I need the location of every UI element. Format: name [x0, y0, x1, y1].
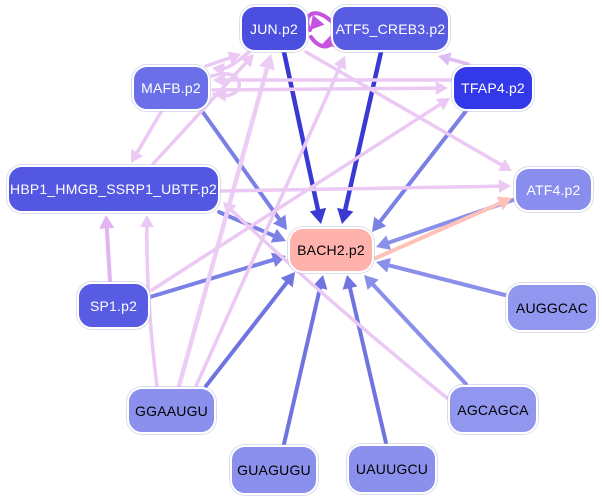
node-jun[interactable]: JUN.p2 — [240, 5, 308, 52]
edge-ggaaugu-to-bach2 — [204, 276, 292, 388]
edge-atf5-to-bach2-arrowhead — [337, 207, 354, 224]
node-guagugu[interactable]: GUAGUGU — [230, 445, 318, 495]
edge-jun-to-bach2-arrowhead — [309, 207, 327, 224]
node-hbp1[interactable]: HBP1_HMGB_SSRP1_UBTF.p2 — [7, 165, 220, 213]
node-label: UAUUGCU — [355, 461, 429, 477]
node-label: MAFB.p2 — [141, 80, 201, 96]
edge-mafb-to-jun — [204, 54, 236, 68]
edge-ggaaugu-to-atf5 — [194, 61, 344, 388]
node-label: AGCAGCA — [457, 401, 529, 418]
edge-agcagca-to-hbp1 — [226, 205, 449, 400]
edge-atf5-to-jun — [305, 11, 333, 32]
node-bach2[interactable]: BACH2.p2 — [288, 227, 374, 273]
edge-mafb-to-mafb-arrowhead — [214, 88, 227, 102]
edge-sp1-to-hbp1 — [104, 221, 112, 283]
node-ggaaugu[interactable]: GGAAUGU — [127, 387, 216, 434]
edge-jun-to-atf4-arrowhead — [498, 159, 512, 171]
edge-ggaaugu-to-hbp1-arrowhead — [140, 215, 154, 228]
node-label: GUAGUGU — [237, 462, 311, 478]
edge-agcagca-to-bach2-arrowhead — [364, 275, 379, 290]
edge-ggaaugu-to-jun-arrowhead — [259, 54, 276, 71]
node-label: HBP1_HMGB_SSRP1_UBTF.p2 — [10, 181, 217, 197]
edge-hbp1-to-atf4-arrowhead — [498, 179, 511, 194]
edge-mafb-to-bach2-arrowhead — [273, 214, 287, 230]
edge-auggcac-to-bach2-arrowhead — [376, 257, 391, 273]
edge-jun-to-atf4 — [304, 50, 508, 169]
edge-uauugcu-to-bach2-arrowhead — [342, 275, 358, 290]
edge-ggaaugu-to-jun — [176, 61, 271, 389]
node-label: BACH2.p2 — [297, 242, 365, 258]
edge-uauugcu-to-bach2 — [346, 281, 388, 445]
edge-tfap4-to-bach2-arrowhead — [372, 216, 387, 232]
edge-mafb-to-hbp1-arrowhead — [131, 149, 144, 163]
edge-tfap4-to-mafb-arrowhead — [213, 73, 226, 87]
node-mafb[interactable]: MAFB.p2 — [132, 65, 210, 111]
edge-sp1-to-tfap4-arrowhead — [436, 98, 450, 111]
node-label: GGAAUGU — [135, 402, 208, 419]
edge-bach2-to-atf4-arrowhead — [496, 196, 512, 211]
edge-atf4-to-bach2-arrowhead — [376, 235, 392, 250]
node-auggcac[interactable]: AUGGCAC — [506, 283, 598, 332]
edge-sp1-to-hbp1-arrowhead — [99, 215, 115, 229]
edge-guagugu-to-bach2 — [282, 281, 324, 446]
edge-hbp1-to-bach2-arrowhead — [270, 228, 286, 243]
node-label: ATF5_CREB3.p2 — [335, 20, 446, 37]
edge-bach2-to-atf4 — [374, 199, 506, 260]
node-label: AUGGCAC — [515, 299, 589, 316]
edge-ggaaugu-to-bach2-arrowhead — [280, 272, 295, 288]
edge-mafb-to-hbp1 — [133, 110, 163, 159]
node-label: TFAP4.p2 — [461, 80, 525, 96]
node-label: ATF4.p2 — [526, 181, 581, 198]
edge-mafb-to-tfap4-arrowhead — [435, 81, 448, 95]
node-tfap4[interactable]: TFAP4.p2 — [452, 65, 534, 111]
node-atf5[interactable]: ATF5_CREB3.p2 — [331, 5, 450, 52]
node-atf4[interactable]: ATF4.p2 — [514, 167, 593, 212]
node-label: JUN.p2 — [250, 20, 298, 37]
edge-mafb-to-tfap4 — [211, 86, 443, 92]
edge-ggaaugu-to-atf5-arrowhead — [333, 56, 347, 70]
edge-sp1-to-bach2 — [148, 256, 280, 299]
node-uauugcu[interactable]: UAUUGCU — [347, 444, 437, 494]
edge-tfap4-to-bach2 — [375, 109, 468, 228]
node-agcagca[interactable]: AGCAGCA — [448, 385, 538, 434]
edge-hbp1-to-atf4 — [219, 184, 506, 193]
edge-mafb-to-jun-arrowhead — [227, 51, 241, 65]
node-sp1[interactable]: SP1.p2 — [77, 282, 150, 329]
edge-atf5-to-jun-arrowhead — [310, 14, 325, 30]
node-label: SP1.p2 — [89, 297, 138, 314]
edge-agcagca-to-bach2 — [368, 279, 468, 386]
edge-sp1-to-tfap4 — [150, 100, 446, 292]
edge-auggcac-to-bach2 — [382, 262, 507, 297]
edge-tfap4-to-atf5-arrowhead — [438, 52, 452, 66]
